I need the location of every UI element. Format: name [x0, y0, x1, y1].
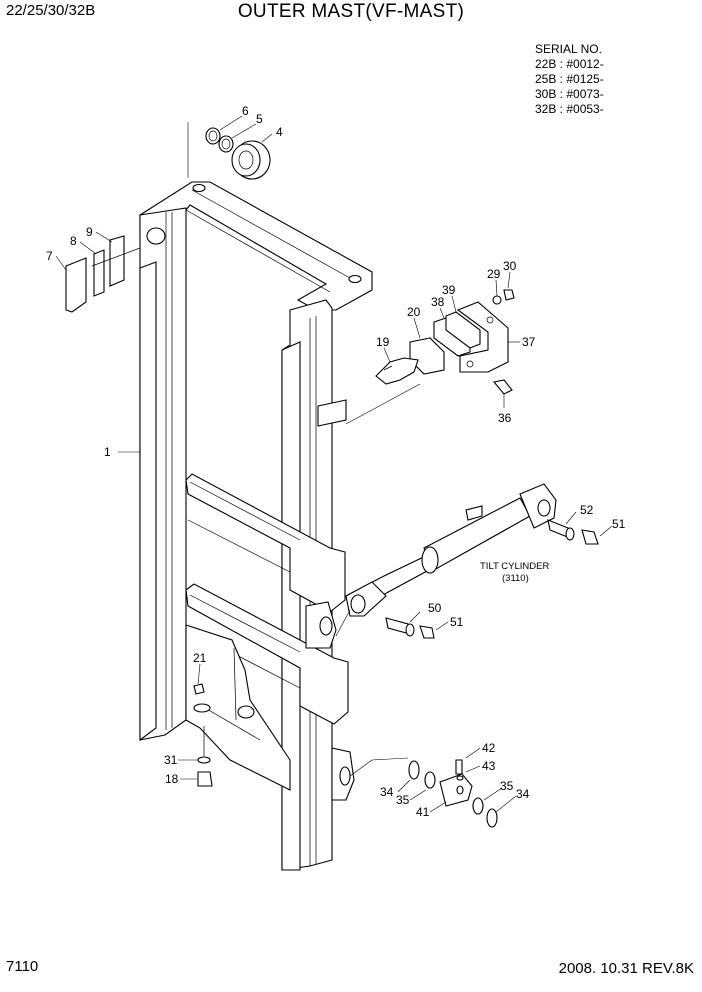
callout-31: 31 — [164, 753, 178, 767]
callout-37: 37 — [522, 335, 536, 349]
callout-5: 5 — [256, 112, 263, 126]
serial-row: 22B : #0012- — [535, 57, 604, 71]
callout-7: 7 — [46, 249, 53, 263]
callout-18: 18 — [165, 772, 179, 786]
callout-51: 51 — [612, 517, 626, 531]
callout-52: 52 — [580, 503, 594, 517]
callout-50: 50 — [428, 601, 442, 615]
serial-row: 30B : #0073- — [535, 87, 604, 101]
serial-row: 25B : #0125- — [535, 72, 604, 86]
callout-35: 35 — [396, 793, 410, 807]
drain-plug-parts — [178, 663, 213, 787]
serial-row: 32B : #0053- — [535, 102, 604, 116]
callout-8: 8 — [70, 234, 77, 248]
callout-42: 42 — [482, 741, 496, 755]
chain-anchor-parts — [345, 271, 520, 425]
callout-29: 29 — [487, 267, 501, 281]
callout-19: 19 — [376, 335, 390, 349]
roller-bracket-parts — [55, 227, 166, 313]
callout-21: 21 — [193, 651, 207, 665]
callout-38: 38 — [431, 295, 445, 309]
callout-30: 30 — [503, 259, 517, 273]
callout-36: 36 — [498, 411, 512, 425]
callout-35: 35 — [500, 779, 514, 793]
serial-number-block: SERIAL NO. 22B : #0012- 25B : #0125- 30B… — [535, 42, 604, 117]
callout-labels: 1 4 5 6 7 8 9 18 19 20 21 29 30 31 34 35… — [46, 104, 626, 819]
callout-51: 51 — [450, 615, 464, 629]
callout-41: 41 — [416, 805, 430, 819]
pin-parts — [385, 511, 613, 639]
model-range: 22/25/30/32B — [6, 2, 96, 19]
callout-9: 9 — [86, 225, 93, 239]
callout-39: 39 — [442, 283, 456, 297]
callout-4: 4 — [276, 125, 283, 139]
callout-34: 34 — [516, 787, 530, 801]
callout-6: 6 — [242, 104, 249, 118]
callout-20: 20 — [407, 305, 421, 319]
mast-pin-parts — [349, 747, 517, 828]
outer-mast-frame — [139, 181, 373, 871]
tilt-cylinder-ref: (3110) — [502, 573, 529, 584]
tilt-cylinder-label: TILT CYLINDER — [480, 561, 549, 572]
callout-1: 1 — [104, 445, 111, 459]
date-revision: 2008. 10.31 REV.8K — [558, 960, 694, 977]
callout-34: 34 — [380, 785, 394, 799]
page-title: OUTER MAST(VF-MAST) — [237, 1, 465, 22]
serial-heading: SERIAL NO. — [535, 42, 602, 56]
page-number: 7110 — [6, 958, 39, 975]
tilt-cylinder — [335, 483, 557, 637]
bearing-set — [187, 115, 273, 180]
callout-43: 43 — [482, 759, 496, 773]
